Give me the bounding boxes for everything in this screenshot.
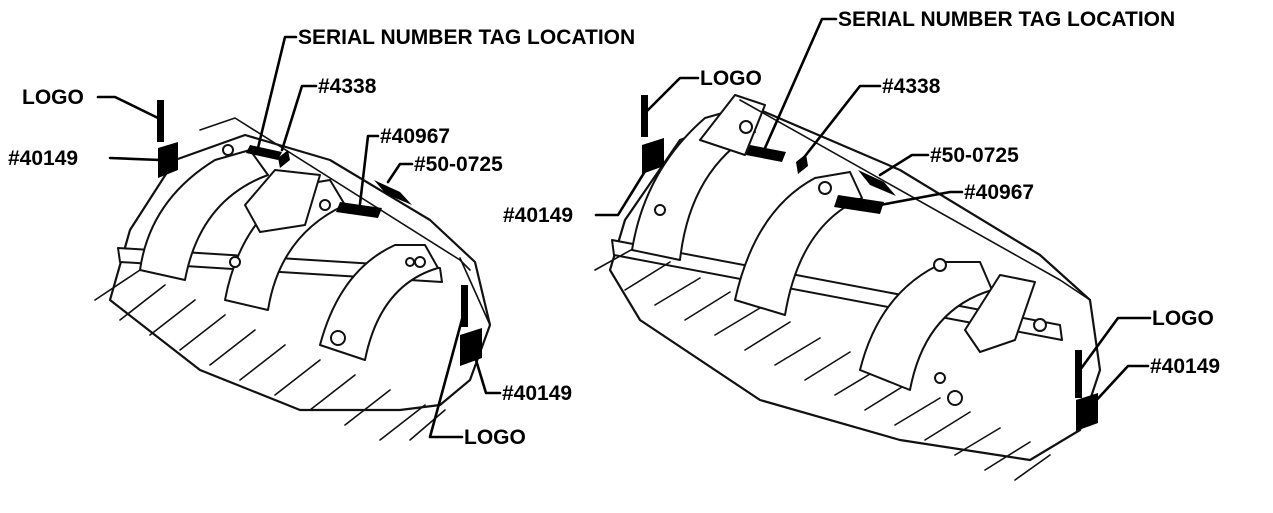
right-decal-40149-right (1076, 393, 1098, 431)
left-40149-top-leader (108, 156, 162, 162)
right-logo-decal-top (641, 95, 648, 137)
left-decal-40149-top (158, 142, 178, 178)
left-40967-label: #40967 (380, 125, 450, 148)
left-decal-40967 (336, 202, 382, 218)
right-logo-top-leader (644, 76, 700, 114)
left-serial-leader (256, 35, 298, 150)
left-50-0725-leader (386, 162, 414, 184)
right-serial-tag (746, 145, 786, 162)
left-logo-decal-bottom (461, 285, 468, 327)
right-40967-leader (878, 190, 964, 207)
left-40967-leader (358, 134, 380, 206)
right-serial-tag-label: SERIAL NUMBER TAG LOCATION (838, 8, 1175, 31)
right-logo-right-leader (1078, 316, 1152, 372)
left-logo-top-label: LOGO (22, 86, 84, 109)
left-4338-label: #4338 (318, 75, 377, 98)
left-logo-bottom-label: LOGO (464, 426, 526, 449)
right-40149-left-label: #40149 (503, 204, 573, 227)
left-50-0725-label: #50-0725 (414, 153, 503, 176)
left-logo-top-leader (96, 95, 160, 120)
left-decal-4338 (278, 150, 290, 168)
left-grapple-bucket (94, 117, 492, 441)
left-40149-top-label: #40149 (8, 147, 78, 170)
right-4338-label: #4338 (882, 75, 941, 98)
right-logo-decal-right (1075, 350, 1082, 398)
right-4338-leader (800, 84, 882, 162)
right-50-0725-label: #50-0725 (930, 144, 1019, 167)
right-40149-right-label: #40149 (1150, 355, 1220, 378)
left-4338-leader (280, 84, 318, 152)
right-50-0725-leader (878, 153, 930, 177)
left-40149-right-label: #40149 (502, 382, 572, 405)
left-serial-tag-label: SERIAL NUMBER TAG LOCATION (298, 26, 635, 49)
right-decal-50-0725 (858, 170, 896, 196)
right-40149-left-leader (594, 158, 654, 217)
right-40149-right-leader (1090, 364, 1150, 407)
left-logo-bottom-leader (428, 310, 466, 439)
right-decal-4338 (796, 154, 808, 174)
left-decal-40149-right (460, 328, 482, 366)
right-logo-top-label: LOGO (700, 67, 762, 90)
right-40967-label: #40967 (964, 181, 1034, 204)
right-serial-leader (763, 17, 838, 150)
left-serial-tag (246, 145, 282, 160)
left-40149-right-leader (471, 348, 502, 395)
right-decal-40967 (834, 195, 884, 214)
left-logo-decal-top (157, 100, 164, 142)
right-logo-right-label: LOGO (1152, 307, 1214, 330)
left-decal-50-0725 (374, 180, 412, 205)
right-grapple-bucket (594, 94, 1102, 481)
